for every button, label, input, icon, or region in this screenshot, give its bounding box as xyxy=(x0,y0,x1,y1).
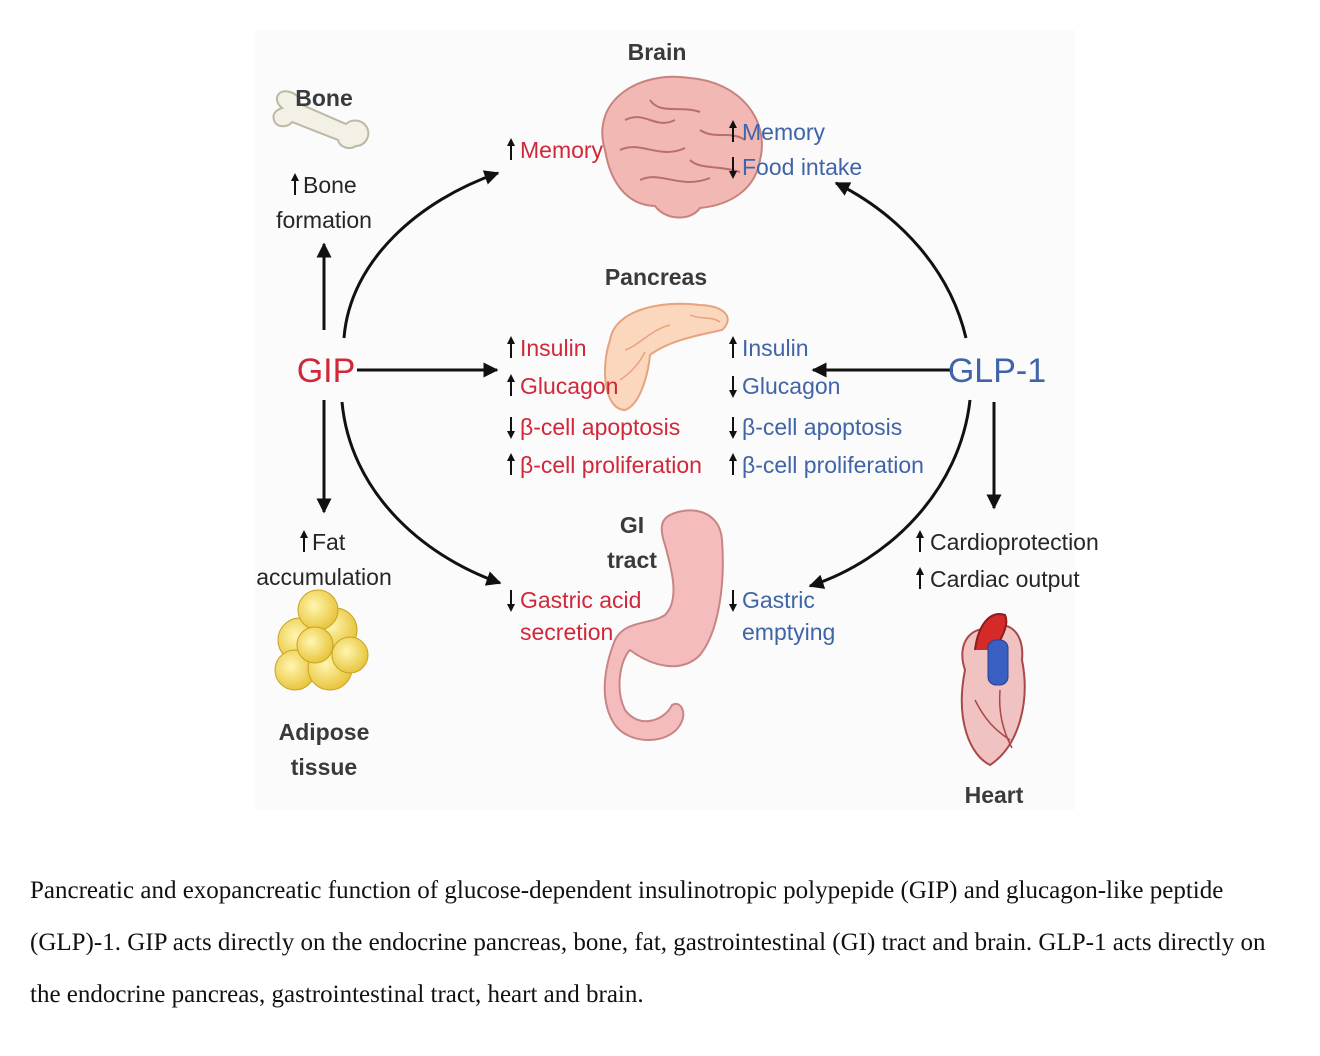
increase-arrow-icon-glp1-proliferation xyxy=(729,453,737,475)
glp1-proliferation: β-cell proliferation xyxy=(742,452,924,478)
glp1-cardiac-output: Cardiac output xyxy=(930,566,1080,592)
increase-arrow-icon-glp1-insulin xyxy=(729,336,737,358)
decrease-arrow-icon-glp1-glucagon xyxy=(729,376,737,398)
brain-label: Brain xyxy=(628,39,687,65)
glp1-food-intake: Food intake xyxy=(742,154,862,180)
arrow-gip-to-gi xyxy=(340,401,502,586)
gip-memory: Memory xyxy=(520,137,604,163)
gip-bone-line2: formation xyxy=(276,207,372,233)
decrease-arrow-icon-glp1-apoptosis xyxy=(729,417,737,439)
gip-fat-line1: Fat xyxy=(312,529,346,555)
gip-proliferation: β-cell proliferation xyxy=(520,452,702,478)
increase-arrow-icon-gip-memory xyxy=(507,138,515,160)
glp1-glucagon: Glucagon xyxy=(742,373,840,399)
decrease-arrow-icon-glp1-gastric xyxy=(729,590,737,612)
glp1-apoptosis: β-cell apoptosis xyxy=(742,414,902,440)
bone-illustration xyxy=(272,90,370,149)
adipose-label-line2: tissue xyxy=(291,754,357,780)
gip-glucagon: Glucagon xyxy=(520,373,618,399)
adipose-label-line1: Adipose xyxy=(279,719,370,745)
effect-direction-arrows xyxy=(291,120,924,612)
glp1-memory: Memory xyxy=(742,119,826,145)
gip-label: GIP xyxy=(297,352,356,390)
decrease-arrow-icon-gip-apoptosis xyxy=(507,417,515,439)
gip-gastric-line2: secretion xyxy=(520,619,613,645)
glp1-gastric-line2: emptying xyxy=(742,619,835,645)
pancreas-illustration xyxy=(604,302,729,412)
increase-arrow-icon-glp1-memory xyxy=(729,120,737,142)
arrow-gip-to-brain xyxy=(342,170,500,339)
brain-illustration xyxy=(601,75,763,219)
gip-gastric-line1: Gastric acid xyxy=(520,587,641,613)
increase-arrow-icon-gip-glucagon xyxy=(507,374,515,396)
decrease-arrow-icon-glp1-food-intake xyxy=(729,157,737,179)
gip-insulin: Insulin xyxy=(520,335,586,361)
increase-arrow-icon-glp1-cardioprotection xyxy=(916,530,924,552)
heart-label: Heart xyxy=(965,782,1024,808)
gi-tract-illustration xyxy=(603,509,724,741)
gi-label-line1: GI xyxy=(620,512,644,538)
adipose-illustration xyxy=(274,589,369,691)
bone-label: Bone xyxy=(295,85,353,111)
gip-fat-line2: accumulation xyxy=(256,564,392,590)
glp1-insulin: Insulin xyxy=(742,335,808,361)
figure-caption: Pancreatic and exopancreatic function of… xyxy=(30,877,1266,1008)
glp1-arrows xyxy=(808,181,1002,589)
arrow-glp1-to-gi xyxy=(808,399,972,589)
arrow-glp1-to-brain xyxy=(834,181,968,339)
glp1-cardioprotection: Cardioprotection xyxy=(930,529,1099,555)
increase-arrow-icon-gip-bone xyxy=(291,173,299,195)
gip-glp1-diagram: Brain Bone Pancreas GI tract Adipose tis… xyxy=(256,39,1099,808)
gip-arrows xyxy=(316,170,502,586)
gi-label-line2: tract xyxy=(607,547,657,573)
increase-arrow-icon-gip-fat xyxy=(300,530,308,552)
increase-arrow-icon-gip-insulin xyxy=(507,336,515,358)
glp1-gastric-line1: Gastric xyxy=(742,587,815,613)
decrease-arrow-icon-gip-gastric xyxy=(507,590,515,612)
gip-apoptosis: β-cell apoptosis xyxy=(520,414,680,440)
gip-bone-line1: Bone xyxy=(303,172,357,198)
increase-arrow-icon-gip-proliferation xyxy=(507,453,515,475)
glp1-label: GLP-1 xyxy=(948,352,1046,390)
pancreas-label: Pancreas xyxy=(605,264,707,290)
heart-illustration xyxy=(960,613,1026,767)
increase-arrow-icon-glp1-cardiac-output xyxy=(916,567,924,589)
